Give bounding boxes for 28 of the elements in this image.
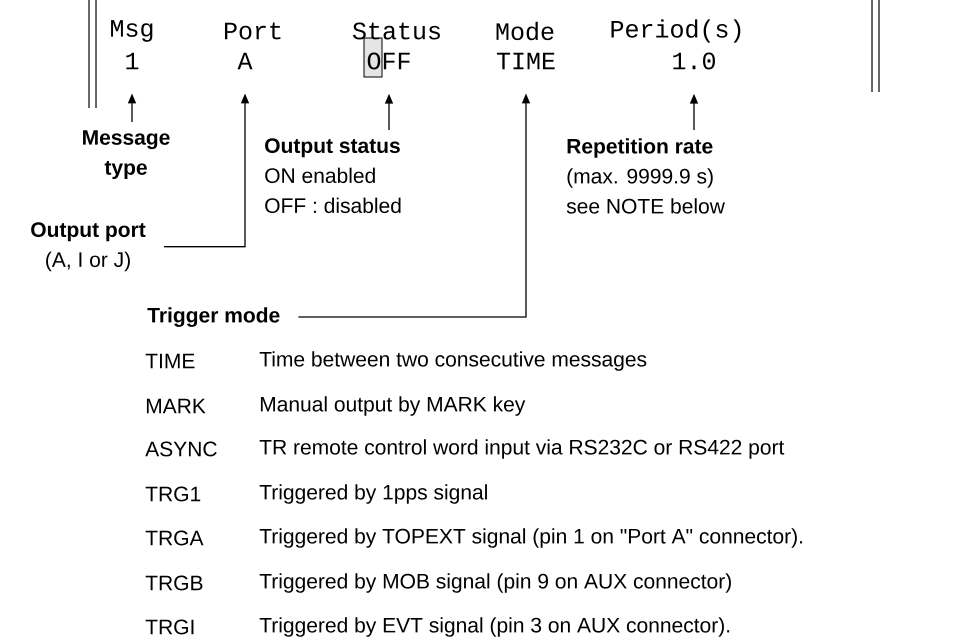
- column-header: Msg: [111, 20, 152, 42]
- mode-keyword: TRGB: [146, 576, 202, 590]
- mode-keyword: TRGA: [146, 530, 204, 546]
- column-header: Period(s): [611, 19, 740, 43]
- mode-description: Triggered by EVT signal (pin 3 on AUX connector).: [260, 617, 730, 637]
- callout-text: Repetition rate (max. 9999.9 s) see NOTE below: [566, 138, 725, 214]
- mode-description: Time between two consecutive messages: [260, 351, 646, 371]
- field-value: A: [238, 52, 252, 70]
- mode-description: Manual output by MARK key: [260, 396, 526, 416]
- callout-text: Output status ON enabled OFF : disabled: [265, 138, 401, 214]
- field-value: 1: [126, 52, 138, 70]
- field-value: TIME: [496, 52, 555, 70]
- mode-description: Triggered by 1pps signal: [260, 484, 487, 504]
- mode-keyword: TRGI: [146, 620, 194, 634]
- mode-description: TR remote control word input via RS232C or RS422 port: [260, 439, 784, 459]
- mode-description: Triggered by MOB signal (pin 9 on AUX connector): [260, 573, 731, 593]
- column-header: Port: [224, 22, 280, 40]
- callout-text: Message type: [83, 130, 170, 179]
- mode-keyword: ASYNC: [145, 442, 217, 456]
- callout-text: Output port (A, I or J): [31, 222, 146, 272]
- mode-keyword: MARK: [146, 398, 206, 414]
- column-header: Status: [352, 22, 440, 40]
- callout-text: Trigger mode: [147, 307, 280, 327]
- mode-keyword: TRG1: [146, 486, 200, 502]
- mode-keyword: TIME: [146, 354, 194, 368]
- column-header: Mode: [496, 22, 554, 40]
- field-value: 1.0: [673, 52, 715, 70]
- mode-description: Triggered by TOPEXT signal (pin 1 on "Port A" connector).: [260, 528, 802, 548]
